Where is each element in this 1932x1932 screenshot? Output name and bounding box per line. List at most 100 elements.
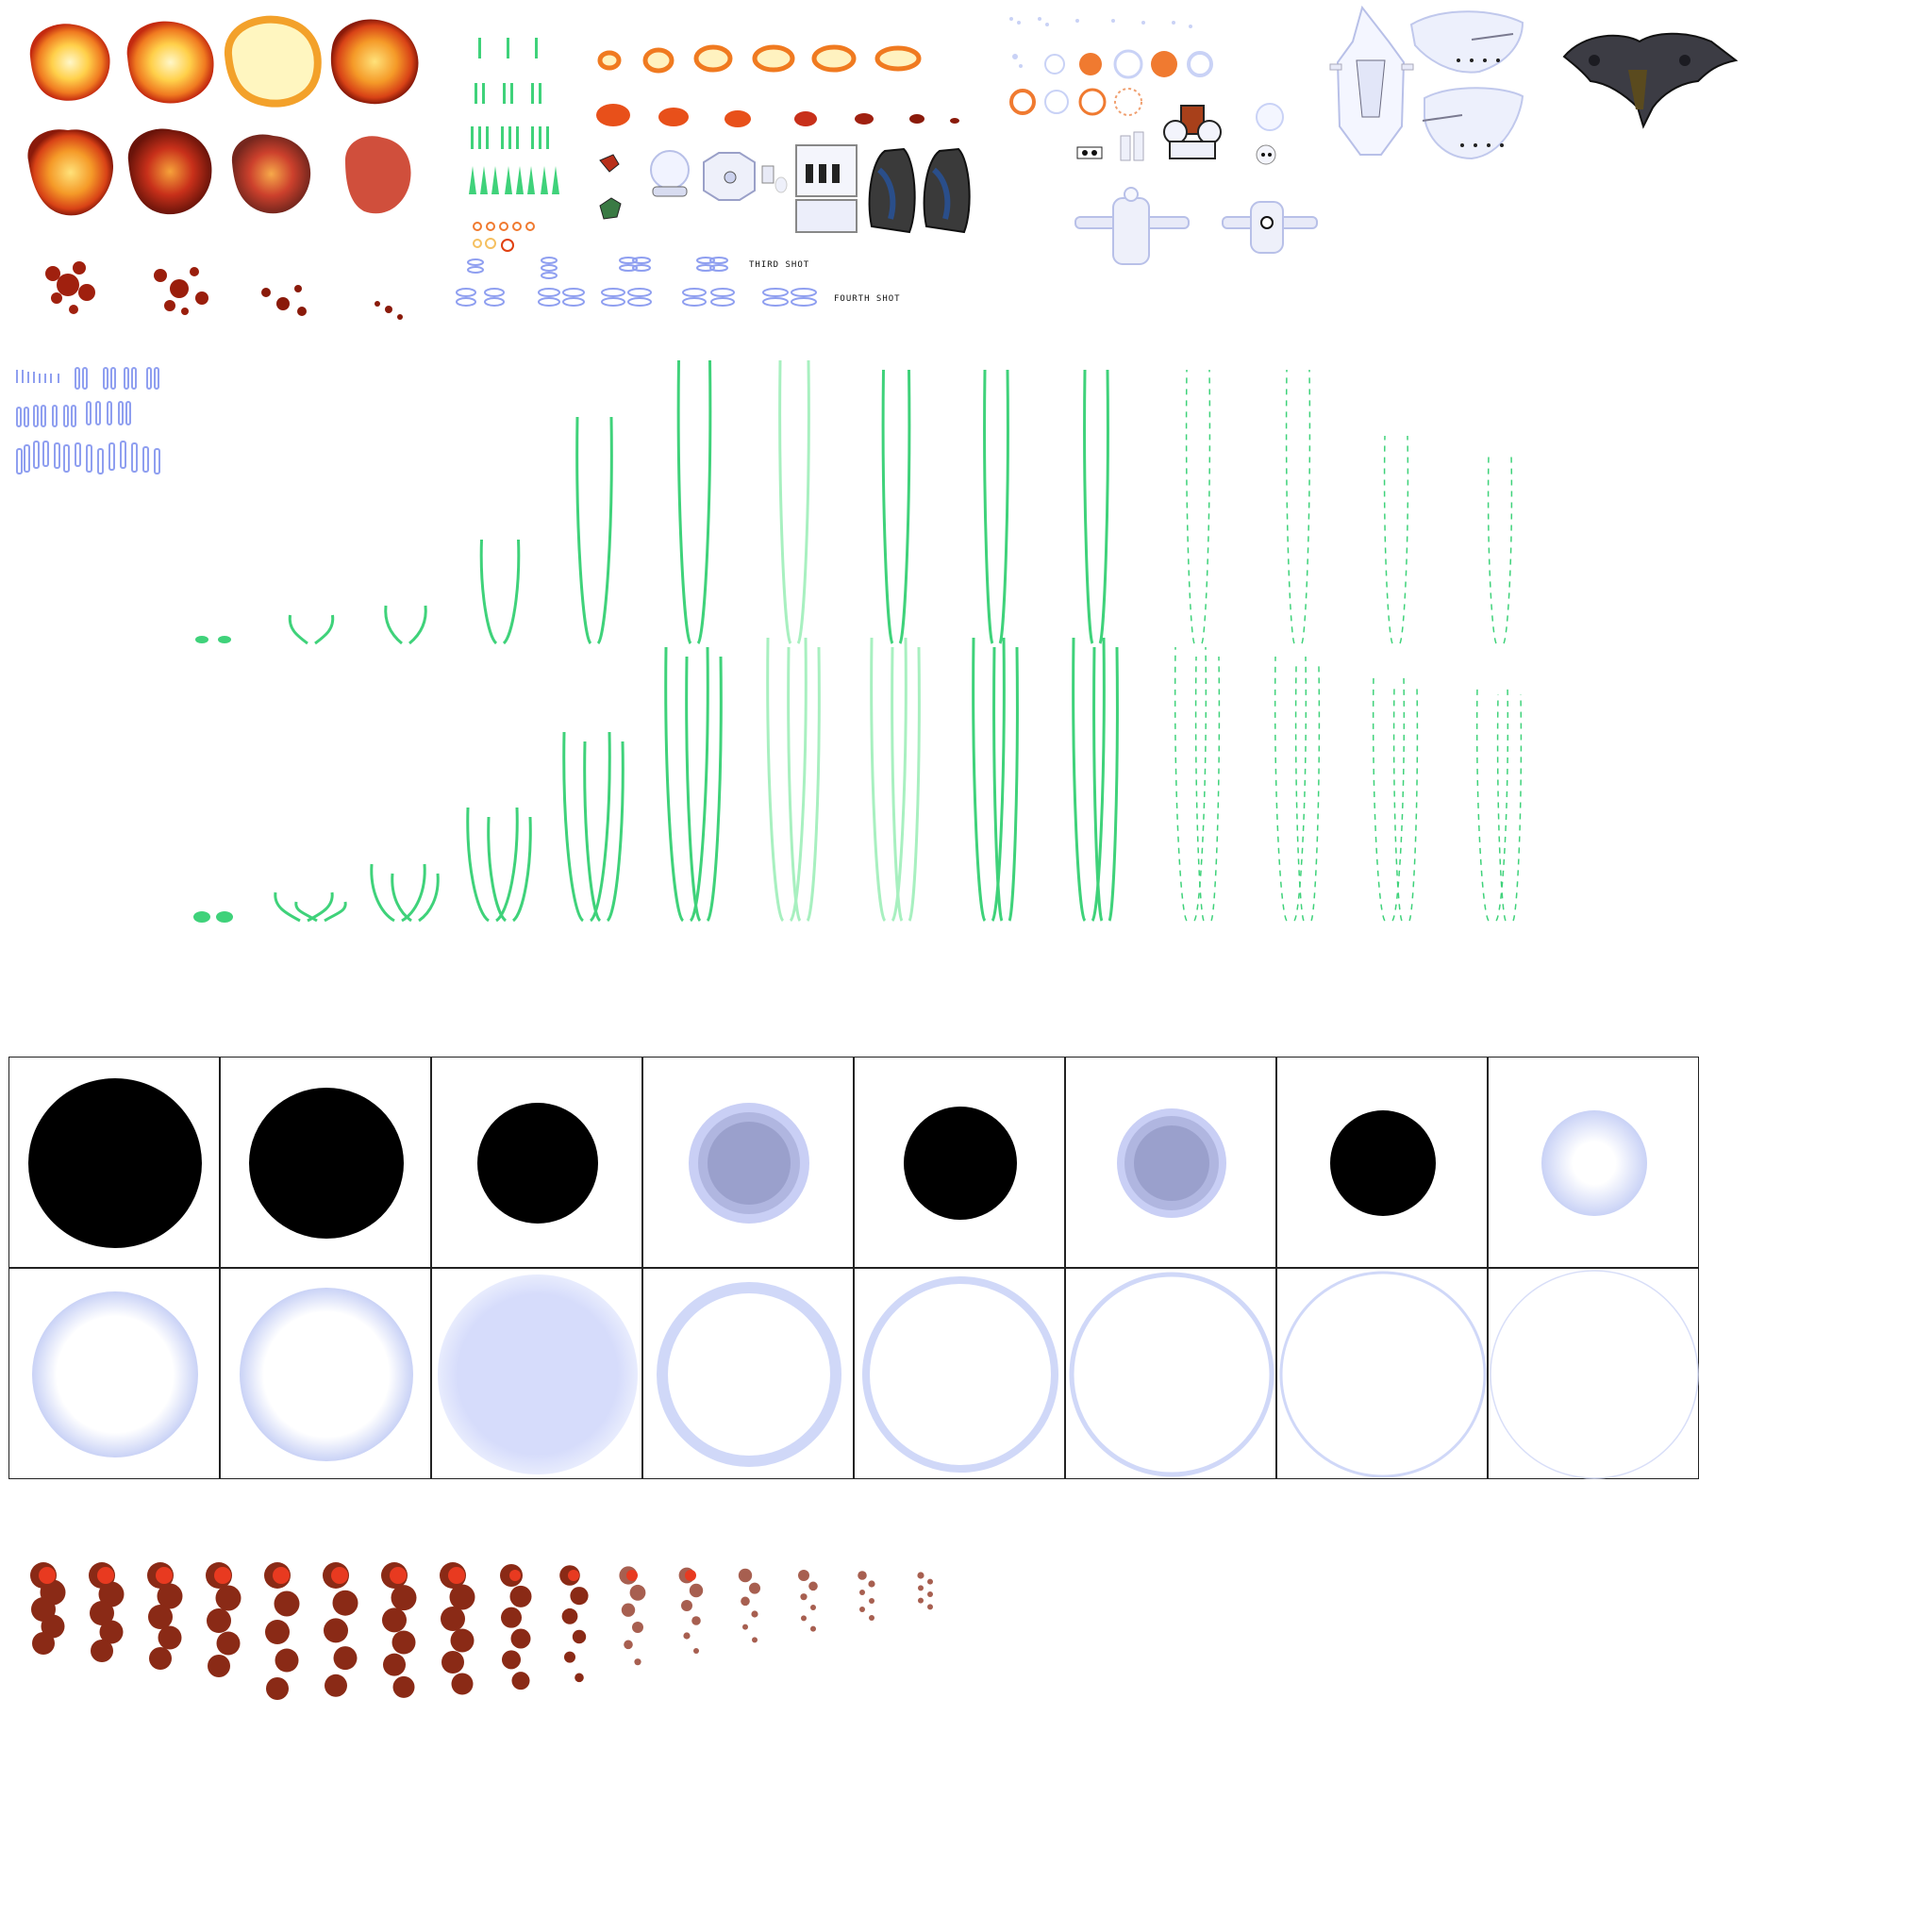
smoke-frame-3 [147, 1562, 183, 1670]
explosion-frame-6 [127, 128, 212, 215]
shockwave-5 [862, 1276, 1058, 1473]
green-vertical-shots [467, 34, 571, 204]
white-wing-ship-1 [1409, 10, 1524, 74]
explosion-frame-2 [126, 21, 214, 104]
green-laser-frame-2-8 [972, 637, 1006, 922]
orb-shadow-4 [904, 1107, 1017, 1220]
orb-shadow-2 [249, 1088, 404, 1239]
green-laser-frame-2-4 [562, 731, 611, 923]
third-fourth-shot-rings [456, 255, 930, 321]
explosion-debris-2 [154, 267, 208, 315]
green-laser-frame-2-7 [870, 637, 908, 923]
turret-part-sprites [1074, 103, 1318, 265]
green-laser-frame-2-9 [1072, 637, 1106, 922]
smoke-frame-16 [917, 1572, 933, 1610]
shockwave-grid [8, 1057, 1707, 1481]
smoke-frame-4 [206, 1562, 242, 1677]
explosion-frame-3 [224, 15, 322, 108]
green-laser-frame-3-12 [1392, 684, 1419, 922]
green-wave-laser-sprites [193, 359, 1523, 923]
explosion-sprites [27, 15, 419, 320]
green-laser-frame-1-9 [1083, 369, 1109, 644]
green-laser-frame-1-2 [384, 605, 427, 645]
grid-cell-shockwave-3 [431, 1268, 642, 1479]
orb-pod [650, 150, 690, 197]
green-laser-frame-1-12 [1383, 435, 1409, 644]
mech-part-sprites [599, 144, 971, 234]
green-laser-frame-3-8 [992, 646, 1019, 922]
white-wing-ship-2 [1422, 87, 1524, 160]
grid-cell-shockwave-7 [1276, 1268, 1488, 1479]
green-laser-seed-1 [195, 636, 231, 643]
smoke-frame-5 [264, 1562, 300, 1700]
green-laser-frame-2-13 [1475, 684, 1509, 922]
grid-cell-orb-purple-1 [642, 1057, 854, 1268]
grid-cell-orb-glow [1488, 1057, 1699, 1268]
green-laser-frame-1-7 [881, 369, 911, 644]
green-laser-frame-2-12 [1372, 675, 1406, 922]
grid-cell-orb-shadow-5 [1276, 1057, 1488, 1268]
grid-cell-orb-shadow-3 [431, 1057, 642, 1268]
explosion-debris-4 [375, 301, 403, 320]
shockwave-4 [657, 1282, 841, 1467]
green-laser-frame-1-1 [288, 614, 335, 645]
green-shot-row-3 [471, 126, 549, 149]
green-laser-frame-2-1 [274, 891, 334, 923]
green-laser-frame-2-10 [1174, 646, 1208, 922]
smoke-frame-15 [858, 1571, 875, 1621]
blue-ring-sprites [456, 257, 817, 307]
green-laser-frame-2-3 [466, 807, 519, 923]
green-shot-sprites [469, 38, 559, 194]
green-laser-frame-2-2 [370, 863, 426, 923]
green-laser-frame-3-10 [1194, 656, 1221, 922]
explosion-frame-4 [330, 19, 419, 105]
green-shot-row-2 [475, 83, 541, 104]
smoke-trail-sprites [30, 1562, 933, 1700]
explosion-frame-1 [29, 24, 110, 101]
walker-mech [1163, 105, 1222, 159]
smoke-trail-frames [19, 1557, 1057, 1840]
small-fx-circles [1002, 11, 1228, 116]
green-laser-frame-3-3 [487, 816, 532, 923]
green-laser-frame-1-3 [479, 539, 521, 645]
blue-laser-sprites [16, 367, 160, 475]
pillar-parts [1120, 131, 1144, 161]
smoke-frame-9 [500, 1564, 532, 1690]
grid-cell-orb-shadow-1 [8, 1057, 220, 1268]
green-laser-frame-3-5 [685, 656, 723, 923]
explosion-frame-5 [27, 129, 113, 216]
fx-circle-sprites [1009, 17, 1213, 116]
small-orange-rings [472, 219, 547, 257]
explosion-frame-8 [345, 136, 411, 214]
green-laser-frame-1-10 [1185, 369, 1211, 644]
green-laser-frame-1-4 [575, 416, 613, 645]
armored-shell-2 [923, 147, 971, 234]
third-shot-label: THIRD SHOT [749, 260, 810, 270]
enemy-ship-sprites [1329, 5, 1739, 160]
green-shot-row-4 [469, 166, 559, 194]
green-laser-frame-1-5 [676, 359, 712, 644]
green-laser-frame-1-13 [1487, 454, 1513, 644]
green-laser-frame-3-6 [787, 646, 821, 922]
turret-panel [795, 144, 858, 233]
explosion-frame-7 [231, 134, 311, 214]
small-connector [761, 165, 788, 193]
fire-ring-frames [592, 43, 970, 138]
explosion-frames [19, 9, 434, 340]
green-shot-row-1 [478, 38, 538, 58]
orb-purple-1 [689, 1103, 809, 1224]
small-ring-sprites [473, 222, 535, 252]
green-laser-frame-2-5 [664, 646, 709, 923]
green-laser-frame-3-4 [583, 741, 625, 923]
grid-cell-shockwave-4 [642, 1268, 854, 1479]
cross-turret-1 [1074, 187, 1190, 265]
grid-cell-shockwave-2 [220, 1268, 431, 1479]
shockwave-8 [1490, 1270, 1699, 1479]
skull-part [1256, 144, 1276, 165]
black-eyes-part [1076, 146, 1103, 159]
grid-cell-shockwave-8 [1488, 1268, 1699, 1479]
shockwave-6 [1069, 1272, 1274, 1477]
turret-parts [1074, 94, 1340, 274]
smoke-frame-7 [381, 1562, 417, 1698]
small-fighter-green [599, 197, 622, 220]
